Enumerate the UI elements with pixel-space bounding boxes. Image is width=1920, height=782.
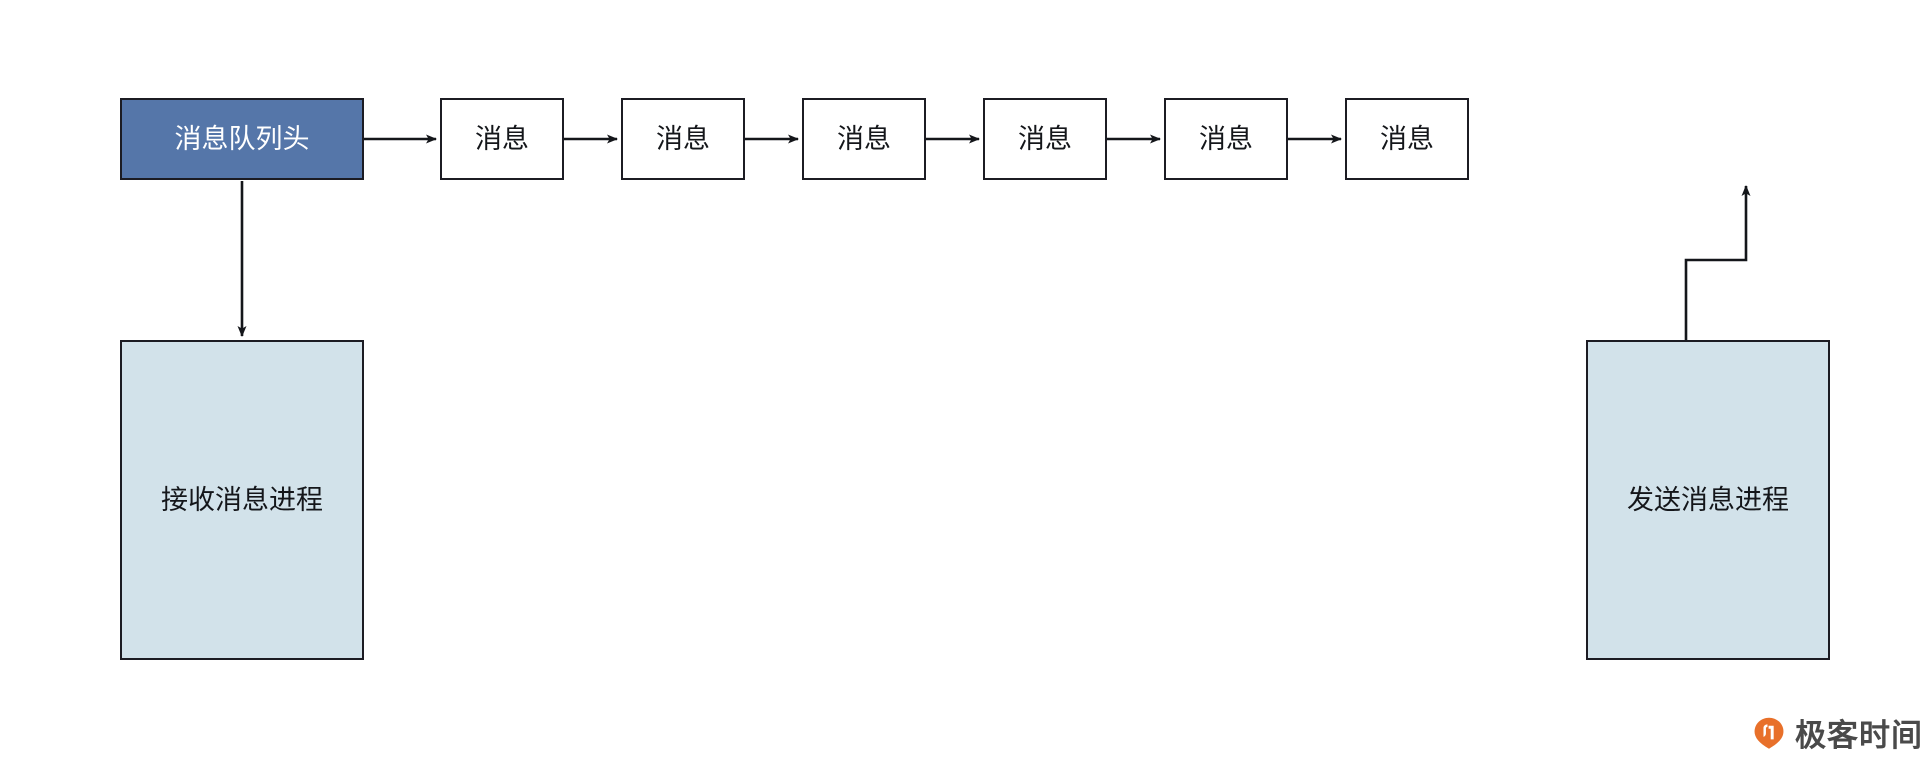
- node-message-1[interactable]: 消息: [440, 98, 564, 180]
- node-label: 消息: [1199, 123, 1253, 154]
- node-label: 消息: [837, 123, 891, 154]
- node-label: 发送消息进程: [1627, 484, 1789, 515]
- watermark-logo: 极客时间: [1752, 710, 1920, 755]
- geektime-logo-icon: [1754, 717, 1784, 749]
- node-send-message-process[interactable]: 发送消息进程: [1586, 340, 1830, 660]
- connector-send-process-to-msg6: [1684, 185, 1751, 340]
- node-message-2[interactable]: 消息: [621, 98, 745, 180]
- node-message-queue-head[interactable]: 消息队列头: [120, 98, 364, 180]
- node-label: 消息: [1380, 123, 1434, 154]
- node-label: 消息队列头: [174, 123, 310, 154]
- node-message-3[interactable]: 消息: [802, 98, 926, 180]
- node-receive-message-process[interactable]: 接收消息进程: [120, 340, 364, 660]
- node-label: 消息: [475, 123, 529, 154]
- node-label: 消息: [656, 123, 710, 154]
- node-label: 接收消息进程: [161, 484, 323, 515]
- node-message-5[interactable]: 消息: [1164, 98, 1288, 180]
- node-message-4[interactable]: 消息: [983, 98, 1107, 180]
- node-label: 消息: [1018, 123, 1072, 154]
- watermark-brand-text: 极客时间: [1795, 718, 1920, 753]
- node-message-6[interactable]: 消息: [1345, 98, 1469, 180]
